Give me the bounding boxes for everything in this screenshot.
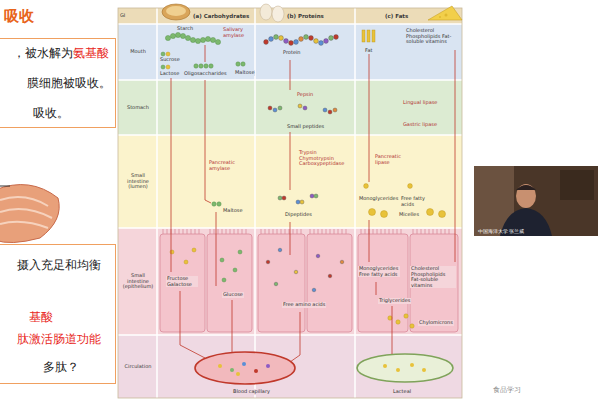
row-label: Small intestine (lumen) [120, 173, 156, 190]
row-label-cell: Circulation [118, 335, 157, 398]
diagram-label: Dipeptides [284, 212, 313, 218]
diagram-label: Fructose Galactose [166, 276, 198, 287]
diagram-label: Small peptides [286, 124, 325, 130]
enzyme-label: Gastric lipase [402, 122, 444, 128]
header-text: (a) Carbohydrates [193, 13, 249, 19]
row-label-cell: Small intestine (epithelium) [118, 228, 157, 335]
diagram-label: Fat [364, 48, 373, 54]
diagram-label: Protein [282, 50, 302, 56]
molecules [161, 30, 446, 328]
diagram-label: Glucose [222, 292, 244, 298]
header-cell: (a) Carbohydrates [157, 8, 255, 24]
webcam-video [474, 166, 598, 236]
slide-text: 多肽？ [43, 361, 79, 374]
diagram-label: Maltose [234, 70, 255, 76]
enzyme-label: Pepsin [296, 92, 314, 98]
row-label: Small intestine (epithelium) [120, 273, 156, 290]
diagram-label: Oligosaccharides [183, 71, 228, 77]
diagram-label: Chylomicrons [418, 320, 454, 326]
text-panel: 摄入充足和均衡基酸肽激活肠道功能多肽？ [0, 244, 116, 384]
row-label-cell: Mouth [118, 24, 157, 80]
enzyme-label: Lingual lipase [402, 100, 444, 106]
table-bands [118, 8, 462, 398]
slide-text: 膜细胞被吸收。 [27, 77, 111, 90]
diagram-label: Lacteal [392, 389, 412, 395]
header-cell: (c) Fats [355, 8, 462, 24]
enzyme-label: Pancreatic lipase [374, 154, 416, 165]
row-label: Circulation [125, 364, 152, 370]
slide-text: 基酸 [29, 311, 53, 324]
header-cell: (b) Proteins [255, 8, 355, 24]
pathway-lines [171, 45, 455, 362]
header-text: (b) Proteins [287, 13, 324, 19]
slide-text: ，被水解为 [13, 47, 73, 60]
row-label-cell: Small intestine (lumen) [118, 135, 157, 228]
slide-text: 肽激活肠道功能 [17, 333, 101, 346]
slide-text: 吸收。 [33, 107, 69, 120]
enzyme-label: Pancreatic amylase [208, 160, 242, 171]
video-caption: 中国海洋大学 张兰威 [477, 229, 525, 235]
slide-text: 氨基酸 [73, 47, 109, 60]
diagram-label: Sucrose [159, 57, 181, 63]
row-label: Stomach [127, 105, 149, 111]
diagram-label: Starch [176, 26, 194, 32]
header-cell: GI [118, 8, 157, 24]
diagram-label: Blood capillary [232, 389, 271, 395]
diagram-label: Cholesterol Phospholipids Fat-soluble vi… [405, 28, 457, 45]
food-pictures [162, 4, 462, 22]
diagram-label: Free fatty acids [400, 196, 432, 207]
header-text: GI [120, 13, 125, 19]
diagram-label: Monoglycerides [358, 196, 399, 202]
epithelium-cells [160, 229, 458, 332]
diagram-label: Triglycerides [378, 298, 411, 304]
slide-title: 吸收 [4, 8, 34, 25]
header-text: (c) Fats [385, 13, 408, 19]
vessels [195, 352, 453, 384]
text-panel: ，被水解为氨基酸膜细胞被吸收。吸收。 [0, 38, 116, 128]
diagram-label: Free amino acids [282, 302, 326, 308]
watermark: 食品学习 [492, 386, 522, 394]
enzyme-label: Trypsin Chymotrypsin Carboxypeptidase [298, 150, 340, 167]
row-label-cell: Stomach [118, 80, 157, 135]
diagram-label: Micelles [398, 212, 420, 218]
diagram-label: Monoglycerides Free fatty acids [358, 266, 400, 277]
diagram-label: Lactose [159, 71, 180, 77]
diagram-label: Maltose [222, 208, 243, 214]
diagram-label: Cholesterol Phospholipids Fat-soluble vi… [410, 266, 456, 288]
enzyme-label: Salivary amylase [222, 27, 254, 38]
intestine-picture [0, 185, 59, 243]
row-label: Mouth [130, 49, 146, 55]
slide-text: 摄入充足和均衡 [17, 259, 101, 272]
